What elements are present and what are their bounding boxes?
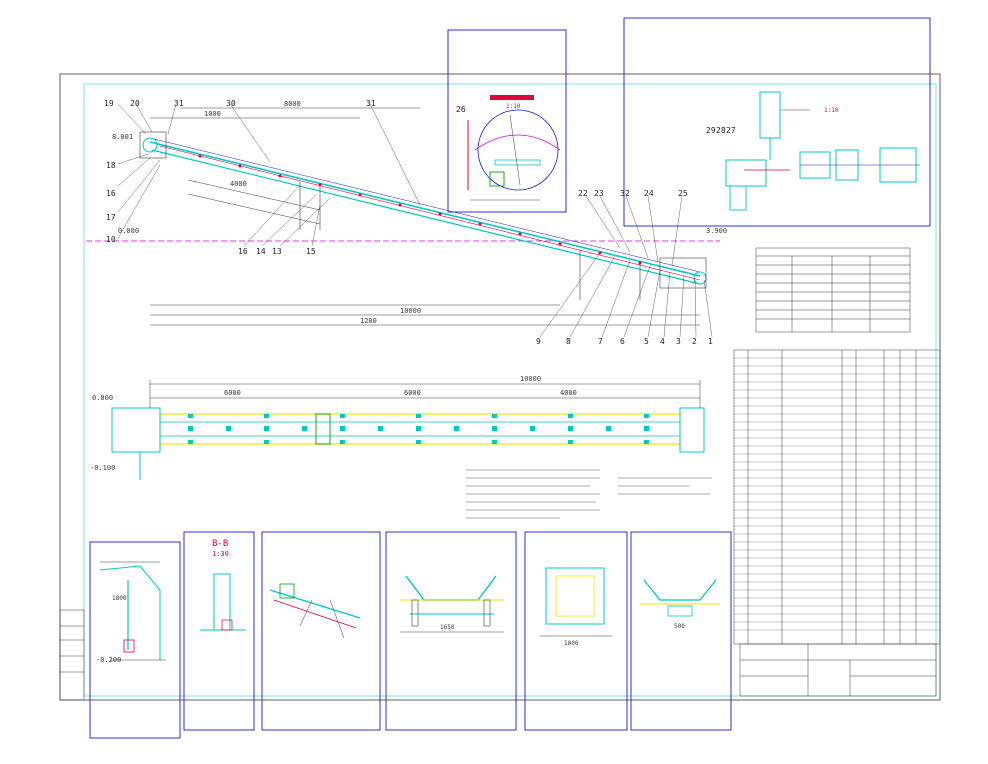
detail-bottom-1-dim: 1800 [112, 595, 127, 602]
plan-dimensions [149, 380, 701, 408]
dimension-text-4: 10000 [400, 307, 421, 315]
callout-13: 13 [272, 247, 282, 256]
callout-26: 26 [456, 105, 466, 114]
detail-bottom-1-drawing [99, 561, 166, 661]
callout-19: 19 [104, 99, 114, 108]
title-block [739, 643, 937, 697]
callout-2: 2 [692, 337, 697, 346]
callout-8a: 8 [566, 337, 571, 346]
elevation-callouts [117, 103, 713, 338]
conveyor-elevation [139, 131, 707, 300]
plan-level-low: -0.100 [90, 464, 115, 472]
callout-30: 30 [226, 99, 236, 108]
callout-18: 18 [106, 161, 116, 170]
detail-panel-top-right [623, 17, 931, 227]
plan-dimension-segment-1: 6000 [224, 389, 241, 397]
detail-panel-bottom-2 [183, 531, 255, 731]
detail-bottom-3-drawing [269, 583, 361, 639]
callout-14: 14 [256, 247, 266, 256]
revision-block [59, 609, 85, 701]
callout-31b: 31 [366, 99, 376, 108]
detail-top-center-drawing [467, 95, 561, 201]
detail-panel-bottom-3 [261, 531, 381, 731]
detail-bottom-4-dim: 1650 [440, 624, 455, 631]
detail-panel-top-center [447, 29, 567, 213]
callout-22: 22 [578, 189, 588, 198]
callout-16b: 16 [238, 247, 248, 256]
parameter-table [755, 247, 911, 333]
callout-31a: 31 [174, 99, 184, 108]
notes-block [466, 469, 712, 519]
callout-16a: 16 [106, 189, 116, 198]
parts-list-rows [734, 357, 940, 631]
detail-bottom-5-drawing [540, 567, 612, 637]
level-right: 3.900 [706, 227, 727, 235]
detail-panel-bottom-6 [630, 531, 732, 731]
dimension-text-1: 1000 [204, 110, 221, 118]
detail-drive-scale: 1:10 [824, 107, 839, 114]
callout-29: 29 [706, 126, 716, 135]
detail-bottom-6-dim: 500 [674, 623, 685, 630]
callout-25: 25 [678, 189, 688, 198]
callout-27: 27 [726, 126, 736, 135]
conveyor-plan [111, 407, 705, 480]
detail-panel-bottom-5 [524, 531, 628, 731]
callout-32: 32 [620, 189, 630, 198]
parts-list-table [733, 349, 941, 645]
callout-23: 23 [594, 189, 604, 198]
callout-28: 28 [716, 126, 726, 135]
level-mid: 8.001 [112, 133, 133, 141]
detail-panel-bottom-1 [89, 541, 181, 739]
plan-dimension-total: 10000 [520, 375, 541, 383]
callout-3: 3 [676, 337, 681, 346]
detail-bottom-2-drawing [200, 573, 246, 631]
detail-bottom-6-drawing [640, 579, 720, 617]
callout-17: 17 [106, 213, 116, 222]
section-b-scale: 1:30 [212, 550, 229, 558]
level-left: 0.000 [118, 227, 139, 235]
detail-bottom-1-level: -0.200 [96, 656, 121, 664]
dimension-text-2: 8000 [284, 100, 301, 108]
dimension-text-3: 4000 [230, 180, 247, 188]
dimension-text-5: 1200 [360, 317, 377, 325]
callout-24: 24 [644, 189, 654, 198]
callout-1: 1 [708, 337, 713, 346]
callout-6: 6 [620, 337, 625, 346]
callout-7: 7 [598, 337, 603, 346]
callout-9: 9 [536, 337, 541, 346]
callout-10: 10 [106, 235, 116, 244]
detail-drive-unit [725, 91, 920, 211]
detail-bottom-4-drawing [400, 575, 504, 633]
callout-20: 20 [130, 99, 140, 108]
callout-4: 4 [660, 337, 665, 346]
detail-top-center-scale: 1:10 [506, 103, 521, 110]
plan-dimension-segment-2: 6000 [404, 389, 421, 397]
callout-5: 5 [644, 337, 649, 346]
detail-bottom-5-dim: 1000 [564, 640, 579, 647]
elevation-dimensions [150, 107, 700, 326]
callout-15: 15 [306, 247, 316, 256]
plan-level-left: 0.000 [92, 394, 113, 402]
plan-dimension-segment-3: 4000 [560, 389, 577, 397]
section-b-title: B-B [212, 539, 228, 549]
detail-panel-bottom-4 [385, 531, 517, 731]
